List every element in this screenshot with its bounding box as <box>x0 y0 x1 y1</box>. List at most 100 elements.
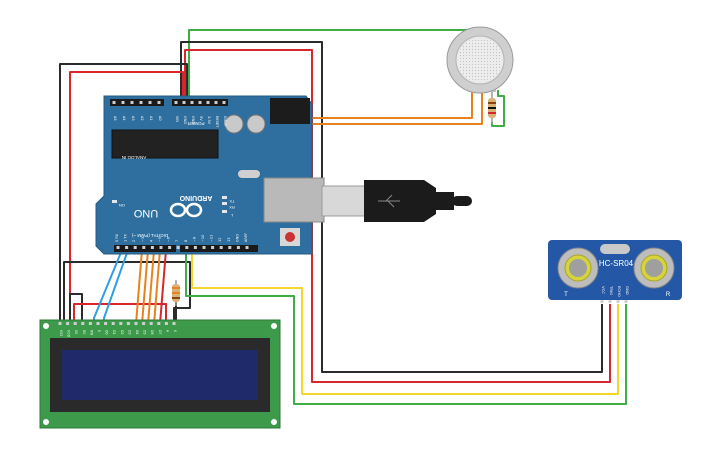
wire-green-gas-resistor <box>491 90 505 127</box>
digital-pin-10[interactable] <box>202 246 206 249</box>
power-pin-4[interactable] <box>206 101 210 104</box>
hc-sr04-pin-0[interactable] <box>600 300 604 303</box>
digital-pin-label: ~6 <box>167 237 171 242</box>
hc-sr04-pin-2[interactable] <box>616 300 620 303</box>
power-pin-label: GND <box>183 116 187 124</box>
digital-pin-14[interactable] <box>236 246 240 249</box>
power-pin-label: IOREF <box>223 116 227 126</box>
digital-pin-1[interactable] <box>125 246 129 249</box>
digital-pin-11[interactable] <box>211 246 215 249</box>
digital-pin-13[interactable] <box>228 246 232 249</box>
lcd-pin-label: D1 <box>112 330 116 334</box>
power-pin-label: 5V <box>199 116 203 121</box>
atmega-chip <box>111 129 219 159</box>
wire-red-lcd-a <box>73 303 167 324</box>
power-pin-5[interactable] <box>214 101 218 104</box>
power-pin-2[interactable] <box>190 101 194 104</box>
power-pin-1[interactable] <box>182 101 186 104</box>
power-pin-label: VIN <box>175 116 179 122</box>
power-pin-6[interactable] <box>222 101 226 104</box>
analog-pin-1[interactable] <box>121 101 125 104</box>
analog-header <box>110 99 164 106</box>
lcd-pin-label: VDD <box>67 330 71 338</box>
power-label: POWER <box>187 121 205 126</box>
lcd-pin-1[interactable] <box>66 322 70 325</box>
digital-header-high <box>180 245 258 252</box>
lcd-pin-13[interactable] <box>157 322 161 325</box>
l-led <box>222 210 227 213</box>
digital-pin-label: ~10 <box>201 235 205 242</box>
hc-sr04-side-r: R <box>666 292 671 298</box>
lcd-pin-6[interactable] <box>104 322 108 325</box>
digital-pin-label: 4 <box>149 239 153 242</box>
analog-pin-5[interactable] <box>157 101 161 104</box>
reset-button[interactable] <box>285 232 295 242</box>
tx-led <box>222 196 227 199</box>
power-jack <box>270 98 310 124</box>
gas-resistor <box>488 92 496 124</box>
arduino-uno-board[interactable]: ARDUINO UNO ANALOG IN POWER DIGITAL (PWM… <box>95 95 325 255</box>
hc-sr04-pin-label: VCC <box>601 286 606 294</box>
digital-pin-12[interactable] <box>219 246 223 249</box>
gas-sensor[interactable] <box>446 26 514 94</box>
digital-pin-4[interactable] <box>150 246 154 249</box>
digital-pin-label: 7 <box>175 240 179 242</box>
rx-led <box>222 202 227 205</box>
lcd-pin-0[interactable] <box>58 322 62 325</box>
digital-pin-label: 1 TX <box>124 234 128 242</box>
analog-pin-4[interactable] <box>148 101 152 104</box>
lcd-pin-7[interactable] <box>111 322 115 325</box>
digital-pin-15[interactable] <box>245 246 249 249</box>
lcd-pin-label: V0 <box>74 330 78 334</box>
analog-pin-2[interactable] <box>130 101 134 104</box>
wire-orange-d5 <box>141 249 149 325</box>
lcd-hole-br <box>271 419 277 425</box>
digital-pin-label: ~3 <box>141 237 145 242</box>
hc-sr04-pin-label: GND <box>625 286 630 295</box>
digital-pin-3[interactable] <box>142 246 146 249</box>
analog-pin-0[interactable] <box>112 101 116 104</box>
digital-pin-5[interactable] <box>159 246 163 249</box>
analog-pin-label: A0 <box>158 116 162 121</box>
hc-sr04-pin-label: TRIG <box>609 285 614 295</box>
lcd-pin-4[interactable] <box>88 322 92 325</box>
lcd-pin-10[interactable] <box>134 322 138 325</box>
digital-pin-label: 0 RX <box>115 233 119 242</box>
power-pin-3[interactable] <box>198 101 202 104</box>
hc-sr04-pin-1[interactable] <box>608 300 612 303</box>
digital-pin-0[interactable] <box>116 246 120 249</box>
lcd-pin-3[interactable] <box>81 322 85 325</box>
usb-socket <box>263 177 325 223</box>
digital-pin-9[interactable] <box>193 246 197 249</box>
wire-red-lcd-vdd <box>69 71 184 324</box>
digital-pin-7[interactable] <box>176 246 180 249</box>
lcd-pin-label: D4 <box>135 330 139 334</box>
lcd-pin-2[interactable] <box>73 322 77 325</box>
lcd-pin-9[interactable] <box>126 322 130 325</box>
lcd-pin-12[interactable] <box>149 322 153 325</box>
analog-in-label: ANALOG IN <box>122 155 147 160</box>
digital-pin-label: 13 <box>227 238 231 242</box>
usb-cable[interactable] <box>321 180 472 222</box>
digital-pin-8[interactable] <box>185 246 189 249</box>
digital-pin-2[interactable] <box>133 246 137 249</box>
hc-sr04-pin-3[interactable] <box>624 300 628 303</box>
on-led <box>112 200 117 203</box>
lcd-pin-11[interactable] <box>142 322 146 325</box>
lcd-pin-label: K <box>173 330 177 333</box>
digital-pin-6[interactable] <box>168 246 172 249</box>
power-pin-0[interactable] <box>174 101 178 104</box>
lcd-screen <box>62 350 258 400</box>
wire-black-lcd-v0 <box>63 261 191 324</box>
lcd-pin-15[interactable] <box>172 322 176 325</box>
digital-pin-label: 8 <box>184 240 188 242</box>
lcd-pin-8[interactable] <box>119 322 123 325</box>
lcd-pin-5[interactable] <box>96 322 100 325</box>
lcd-pin-14[interactable] <box>164 322 168 325</box>
analog-pin-3[interactable] <box>139 101 143 104</box>
